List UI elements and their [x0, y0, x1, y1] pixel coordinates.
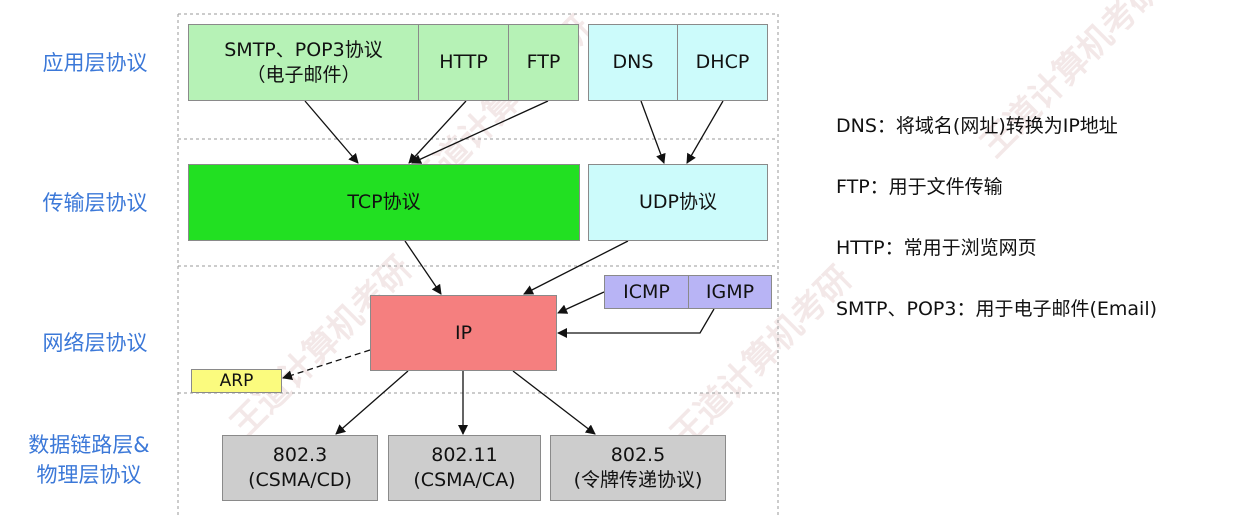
smtp-pop3-sublabel: （电子邮件）	[246, 63, 361, 86]
smtp-pop3-label: SMTP、POP3协议	[224, 38, 383, 61]
arrow-udp-ip	[523, 240, 629, 295]
layer-label-datalink-line2: 物理层协议	[36, 463, 142, 487]
arrow-ip-8025	[512, 370, 596, 435]
layer-label-transport: 传输层协议	[42, 191, 148, 215]
tcp-box: TCP协议	[188, 164, 580, 241]
arrow-smtp-tcp	[304, 100, 359, 164]
layer-label-datalink: 数据链路层& 物理层协议	[14, 430, 164, 490]
ip-label: IP	[454, 321, 473, 344]
arrow-dhcp-udp	[686, 100, 724, 164]
ftp-label: FTP	[526, 51, 561, 73]
icmp-label: ICMP	[623, 280, 670, 303]
tcp-label: TCP协议	[347, 191, 421, 213]
udp-label: UDP协议	[639, 191, 717, 213]
arrow-ip-8023	[335, 370, 409, 435]
arrow-http-tcp	[408, 100, 467, 164]
wifi-80211-box: 802.11 (CSMA/CA)	[388, 435, 541, 501]
ethernet-8023-label: 802.3	[272, 444, 328, 466]
arrow-ip-arp	[282, 349, 371, 381]
wifi-80211-label: 802.11	[431, 444, 498, 466]
token-ring-8025-label: 802.5	[610, 444, 666, 466]
layer-label-application: 应用层协议	[42, 51, 148, 75]
udp-box: UDP协议	[588, 164, 768, 241]
http-label: HTTP	[439, 51, 488, 73]
wifi-80211-sublabel: (CSMA/CA)	[413, 469, 516, 491]
arrow-tcp-ip	[404, 240, 442, 295]
note-ftp: FTP：用于文件传输	[836, 176, 1003, 198]
ftp-box: FTP	[508, 24, 579, 101]
note-http: HTTP：常用于浏览网页	[836, 237, 1037, 259]
arrow-icmp-ip	[557, 291, 605, 314]
ethernet-8023-box: 802.3 (CSMA/CD)	[222, 435, 378, 501]
arp-box: ARP	[191, 369, 282, 393]
token-ring-8025-box: 802.5 (令牌传递协议)	[550, 435, 726, 501]
arrow-dns-udp	[640, 100, 666, 164]
http-box: HTTP	[418, 24, 509, 101]
token-ring-8025-sublabel: (令牌传递协议)	[573, 469, 703, 491]
layer-label-datalink-line1: 数据链路层&	[28, 433, 150, 457]
note-smtp-pop3: SMTP、POP3：用于电子邮件(Email)	[836, 298, 1158, 320]
arrow-igmp-ip	[557, 308, 715, 338]
dns-label: DNS	[612, 51, 654, 73]
igmp-box: IGMP	[688, 275, 772, 309]
dhcp-box: DHCP	[677, 24, 768, 101]
arp-label: ARP	[219, 370, 254, 391]
ip-box: IP	[370, 295, 557, 371]
dhcp-label: DHCP	[695, 51, 750, 73]
icmp-box: ICMP	[604, 275, 689, 309]
ethernet-8023-sublabel: (CSMA/CD)	[248, 469, 352, 491]
arrow-ftp-tcp	[411, 100, 549, 164]
layer-label-network: 网络层协议	[42, 331, 148, 355]
smtp-pop3-box: SMTP、POP3协议 （电子邮件）	[188, 24, 419, 101]
igmp-label: IGMP	[705, 280, 755, 303]
note-dns: DNS：将域名(网址)转换为IP地址	[836, 115, 1118, 137]
dns-box: DNS	[588, 24, 678, 101]
